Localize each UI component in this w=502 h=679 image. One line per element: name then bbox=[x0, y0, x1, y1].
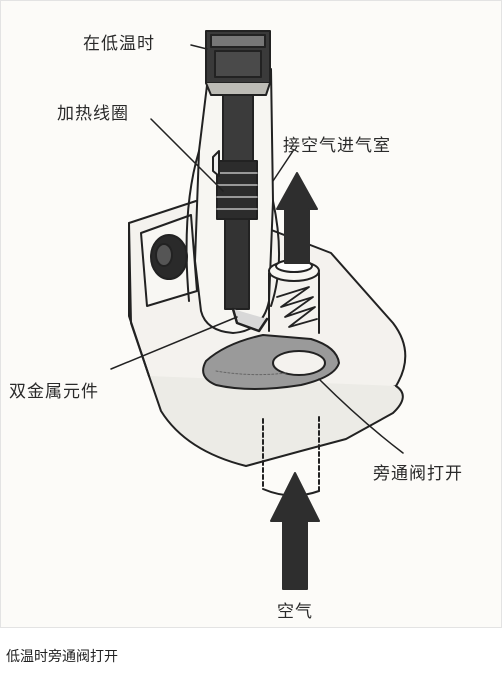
heating-coil-element bbox=[212, 94, 258, 310]
label-heating-coil: 加热线圈 bbox=[57, 104, 129, 124]
leader-to-intake bbox=[272, 150, 294, 182]
label-bimetal: 双金属元件 bbox=[9, 382, 99, 402]
label-to-intake: 接空气进气室 bbox=[283, 136, 391, 156]
bimetal-strip bbox=[231, 307, 269, 333]
diagram-figure: 在低温时 加热线圈 接空气进气室 双金属元件 旁通阀打开 空气 bbox=[0, 0, 502, 628]
label-air: 空气 bbox=[277, 602, 313, 622]
upward-arrow-icon bbox=[276, 172, 318, 264]
leader-bypass bbox=[318, 378, 404, 454]
label-bypass-open: 旁通阀打开 bbox=[373, 464, 463, 484]
connector-block bbox=[205, 30, 271, 96]
valve-illustration bbox=[110, 30, 407, 590]
air-inflow-arrow-icon bbox=[270, 472, 320, 590]
leader-bimetal bbox=[110, 316, 238, 370]
figure-caption: 低温时旁通阀打开 bbox=[6, 649, 118, 665]
leader-heating-coil bbox=[150, 118, 224, 192]
adjust-knob-icon bbox=[150, 234, 188, 280]
inlet-pipe bbox=[262, 416, 320, 492]
spring bbox=[276, 286, 318, 328]
leader-low-temp bbox=[190, 44, 208, 50]
bypass-tube bbox=[268, 272, 320, 334]
label-low-temp: 在低温时 bbox=[83, 34, 155, 54]
